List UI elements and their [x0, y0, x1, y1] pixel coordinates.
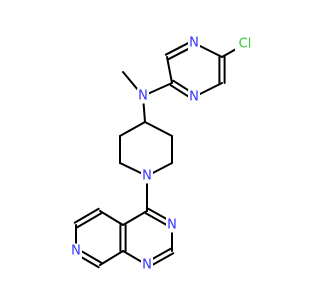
atom-label-background [141, 257, 153, 273]
bond-layer [73, 39, 246, 269]
single-bond [122, 210, 148, 226]
atom-label-background [137, 88, 149, 104]
atom-label-background [70, 243, 82, 259]
nitrogen-atom-label: N [142, 258, 152, 273]
atom-label-background [188, 35, 200, 51]
nitrogen-atom-label: N [138, 89, 148, 104]
nitrogen-atom-label: N [189, 36, 199, 51]
nitrogen-atom-label: N [71, 244, 81, 259]
single-bond [99, 210, 124, 226]
double-bond-line [76, 212, 103, 229]
single-bond [144, 121, 173, 137]
double-bond-line [73, 207, 100, 224]
atom-label-background [141, 168, 153, 184]
chlorine-atom-label: Cl [239, 37, 252, 52]
single-bond [99, 250, 124, 266]
nitrogen-atom-label: N [167, 218, 177, 233]
single-bond [166, 56, 173, 84]
nitrogen-atom-label: N [142, 169, 152, 184]
single-bond [119, 121, 146, 137]
atom-label-background [235, 36, 255, 52]
nitrogen-atom-label: N [189, 90, 199, 105]
atom-label-background [166, 217, 178, 233]
atom-label-background [188, 89, 200, 105]
